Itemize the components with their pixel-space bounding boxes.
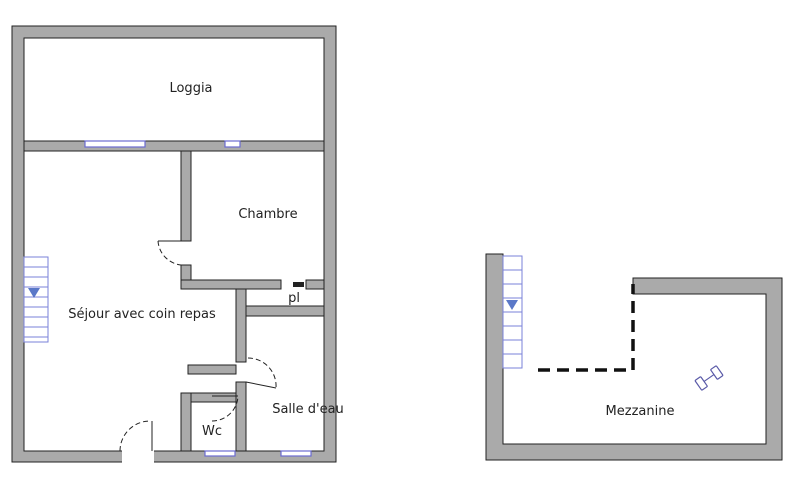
stair-down-arrow-icon — [506, 300, 518, 310]
room-label-chambre: Chambre — [238, 207, 297, 222]
ground-floor: Loggia Chambre Séjour avec coin repas pl… — [11, 25, 344, 463]
stairs-icon — [502, 255, 523, 369]
mezzanine-railing — [538, 284, 635, 372]
room-label-placard: pl — [288, 291, 300, 306]
entrance-door-opening — [122, 450, 154, 463]
interior-walls — [23, 140, 325, 452]
dumbbell-furniture-icon — [694, 365, 724, 391]
room-label-loggia: Loggia — [169, 81, 212, 96]
door-swings — [119, 240, 277, 452]
room-label-mezzanine: Mezzanine — [606, 404, 675, 419]
door-leaves — [151, 240, 277, 451]
room-label-salle-eau: Salle d'eau — [272, 402, 344, 417]
room-label-sejour: Séjour avec coin repas — [68, 307, 216, 322]
stair-down-arrow-icon — [28, 288, 40, 298]
mezzanine-floor: Mezzanine — [485, 253, 783, 461]
windows — [84, 140, 312, 457]
placard-marker — [293, 282, 304, 287]
room-label-wc: Wc — [202, 424, 222, 439]
stairs-icon — [23, 256, 49, 343]
